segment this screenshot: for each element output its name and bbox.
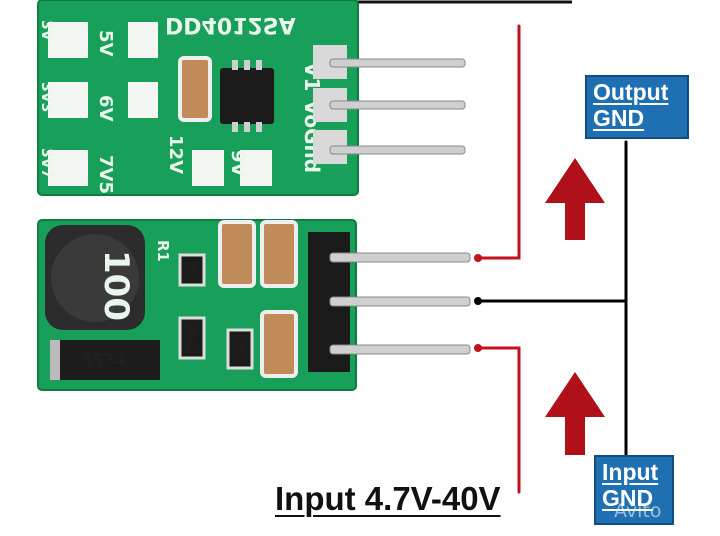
pad-label: 12V: [165, 135, 186, 174]
pad: [192, 150, 224, 186]
ic-chip: [220, 68, 274, 124]
output-wire: [476, 24, 521, 260]
watermark: Avito: [614, 500, 662, 522]
pad: [48, 22, 88, 58]
pad-label: 3V7: [38, 148, 54, 178]
top-board: DD4012SA V1 VoGnd 5V 6V 7V5 9V 12V 3V 3V…: [37, 0, 359, 196]
inductor-marking: 100: [96, 250, 136, 321]
capacitor: [260, 220, 298, 288]
pad-label: 3V: [38, 20, 54, 41]
input-label-line2: GND: [602, 485, 654, 511]
pad: [48, 82, 88, 118]
output-label-line1: Output: [593, 79, 669, 105]
resistor-marking: 732: [185, 260, 196, 279]
pad-label: 5V: [95, 30, 116, 57]
input-gnd-label: Input GND: [594, 455, 674, 525]
silk-ref: R1: [154, 240, 172, 262]
pad: [48, 150, 88, 186]
input-voltage-caption: Input 4.7V-40V: [275, 480, 501, 517]
up-arrow-icon: [545, 372, 605, 455]
diode-marking: SS34: [82, 351, 125, 371]
capacitor: [260, 310, 298, 378]
resistor: [178, 253, 206, 287]
top-pins: [329, 58, 466, 155]
output-label-line2: GND: [593, 105, 645, 131]
resistor-marking: 1002: [185, 324, 196, 349]
pad-label: 9V: [227, 150, 248, 177]
pad: [128, 82, 158, 118]
capacitor: [178, 56, 212, 122]
input-label-line1: Input: [602, 459, 659, 485]
pad-label: 6V: [95, 95, 116, 122]
capacitor: [218, 220, 256, 288]
bottom-board: 100 R1 SS34 732 1002 125: [37, 219, 357, 391]
output-gnd-label: Output GND: [585, 75, 689, 139]
pad: [240, 150, 272, 186]
board-top-model: DD4012SA: [165, 12, 296, 37]
pad: [128, 22, 158, 58]
diode: [50, 340, 160, 380]
resistor: [178, 316, 206, 360]
up-arrow-icon: [545, 158, 605, 240]
input-wire: [476, 346, 521, 494]
resistor-marking: 125: [233, 336, 244, 355]
pad-label: 7V5: [95, 155, 116, 194]
wiring: [474, 24, 628, 494]
pad-label: 3V3: [38, 82, 54, 112]
resistor: [226, 328, 254, 370]
bottom-pins: [329, 252, 471, 355]
